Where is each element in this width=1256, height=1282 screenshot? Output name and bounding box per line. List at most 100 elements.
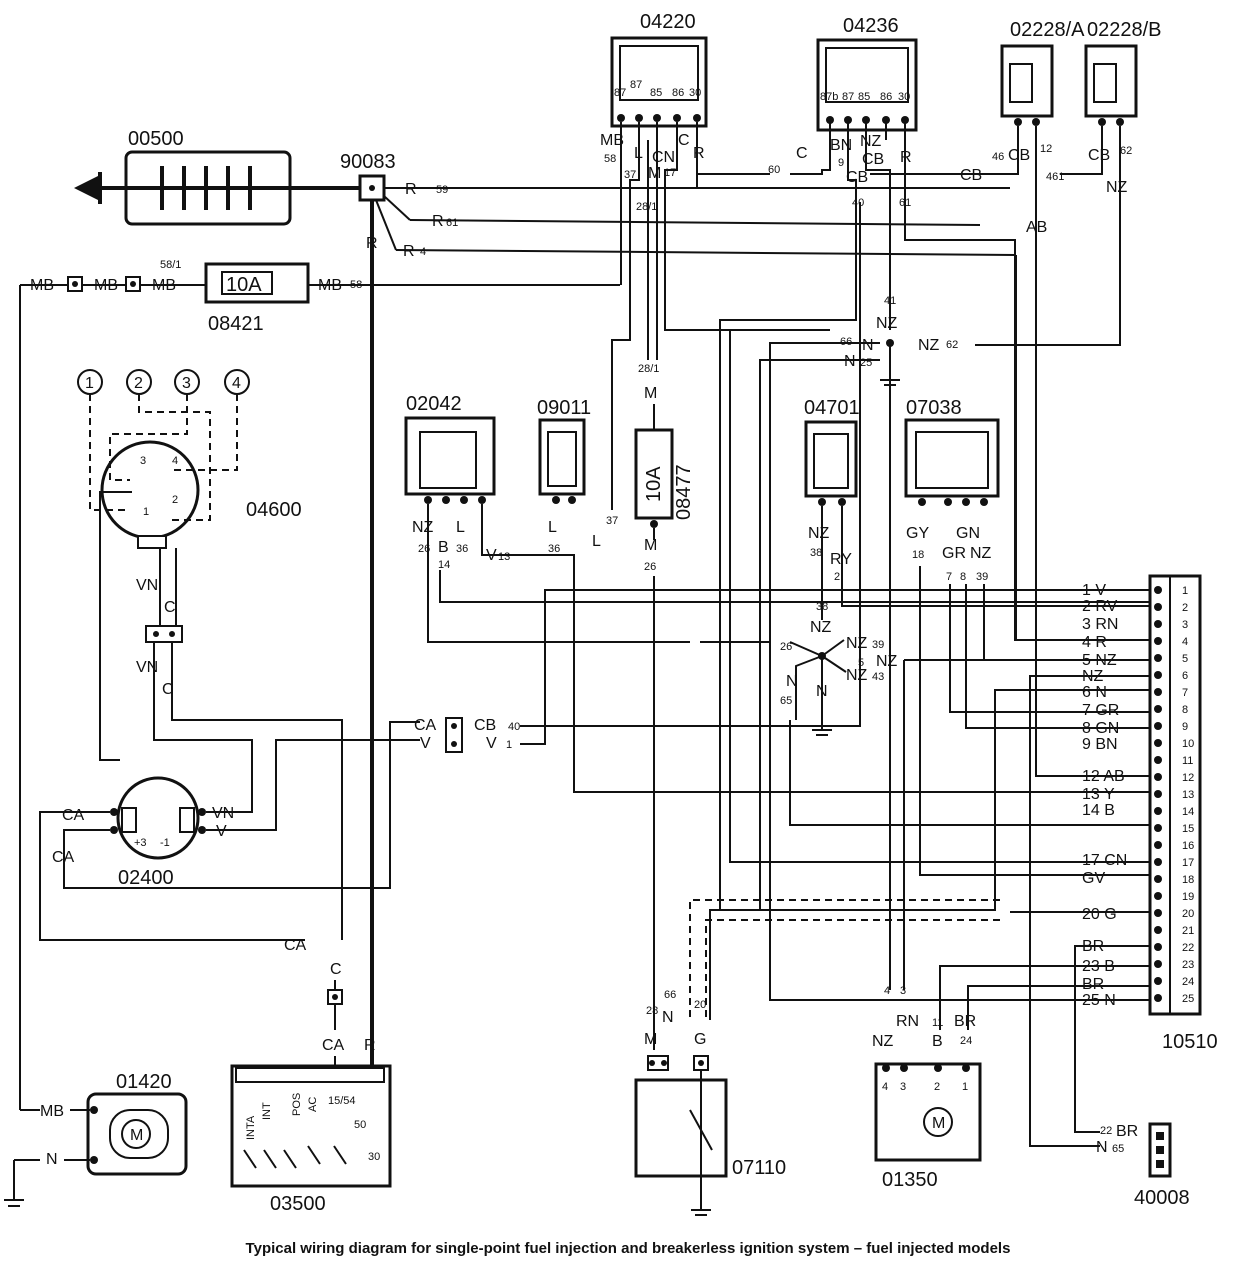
label-08477: 08477 [673,464,695,520]
ecu-pin-number: 5 [1182,653,1188,665]
ecu-pin [1154,790,1162,798]
svg-text:60: 60 [768,164,780,176]
svg-text:86: 86 [672,87,684,99]
svg-text:GN: GN [956,525,980,542]
svg-text:NZ: NZ [918,337,940,354]
svg-text:MB: MB [94,277,118,294]
svg-text:VN: VN [136,659,158,676]
svg-text:59: 59 [436,184,448,196]
ecu-pin-number: 20 [1182,908,1194,920]
svg-text:R: R [366,235,378,252]
svg-text:POS: POS [291,1093,303,1116]
ecu-pin [1154,722,1162,730]
svg-text:R: R [405,181,417,198]
svg-text:4: 4 [232,375,241,392]
svg-text:C: C [796,145,808,162]
svg-text:MB: MB [40,1103,64,1120]
svg-text:38: 38 [816,601,828,613]
svg-text:14: 14 [438,559,450,571]
ecu-wire-label: 25 N [1082,992,1116,1009]
ecu-wire-label: 13 Y [1082,786,1115,803]
ecu-pin [1154,892,1162,900]
ground-node-38: 38 NZ 26 NZ 39 5 NZ 43 N 65 N NZ [700,601,1150,826]
ecu-pin [1154,688,1162,696]
svg-text:L: L [456,519,465,536]
svg-text:CA: CA [284,937,307,954]
svg-text:12: 12 [1040,143,1052,155]
svg-text:N: N [844,353,856,370]
svg-text:4: 4 [420,246,426,258]
svg-text:87: 87 [614,87,626,99]
ecu-pin-number: 24 [1182,976,1194,988]
ecu-pin [1154,858,1162,866]
svg-text:CB: CB [846,169,868,186]
ecu-pin-number: 8 [1182,704,1188,716]
svg-text:C: C [678,132,690,149]
svg-text:R: R [693,145,705,162]
svg-text:62: 62 [946,339,958,351]
svg-text:66: 66 [664,989,676,1001]
svg-text:CN: CN [652,149,675,166]
ignition-plugs-04600: 1 2 3 4 3 4 2 1 VN C VN C [77,369,343,940]
ecu-wire-label: 12 AB [1082,768,1125,785]
label-02228a: 02228/A [1010,19,1085,41]
ecu-pin-number: 19 [1182,891,1194,903]
ecu-pin [1154,654,1162,662]
svg-text:58: 58 [604,153,616,165]
svg-text:43: 43 [872,671,884,683]
svg-text:R: R [432,213,444,230]
label-04236: 04236 [843,15,899,37]
wiring-diagram: 04220 04236 02228/A 02228/B 00500 90083 … [4,11,1218,1216]
ecu-wire-label: 14 B [1082,802,1115,819]
ecu-pin-number: 12 [1182,772,1194,784]
ecu-pin-number: 14 [1182,806,1194,818]
sensor-09011: L 36 L 37 [538,418,618,555]
ecu-pin [1154,705,1162,713]
lamp-01420: M MB N [4,1092,188,1207]
svg-text:B: B [438,539,449,556]
svg-text:28/1: 28/1 [636,201,657,213]
svg-text:NZ: NZ [1106,179,1128,196]
svg-text:65: 65 [1112,1143,1124,1155]
svg-text:24: 24 [960,1035,972,1047]
svg-text:RN: RN [896,1013,919,1030]
ecu-pin [1154,926,1162,934]
svg-text:CB: CB [862,151,884,168]
junction-90083: R 59 R 61 R 4 R [358,174,1017,1066]
svg-text:46: 46 [992,151,1004,163]
label-04701: 04701 [804,397,860,419]
svg-text:39: 39 [976,571,988,583]
ecu-pin [1154,739,1162,747]
svg-text:65: 65 [780,695,792,707]
ecu-wire-label: BR [1082,976,1104,993]
svg-text:3: 3 [900,1081,906,1093]
svg-text:NZ: NZ [810,619,832,636]
svg-text:2: 2 [172,494,178,506]
svg-text:28: 28 [646,1005,658,1017]
ecu-pin-number: 22 [1182,942,1194,954]
svg-text:BR: BR [954,1013,976,1030]
svg-text:NZ: NZ [970,545,992,562]
ecu-wire-label: 3 RN [1082,616,1118,633]
ecu-pin-number: 23 [1182,959,1194,971]
battery-terminal-icon [74,176,98,200]
ecu-wire-label: 1 V [1082,582,1106,599]
svg-text:NZ: NZ [860,133,882,150]
svg-text:N: N [662,1009,674,1026]
component-labels: 04220 04236 02228/A 02228/B 00500 90083 … [116,11,1218,1215]
svg-text:1: 1 [85,375,94,392]
svg-text:1: 1 [962,1081,968,1093]
ecu-pin [1154,960,1162,968]
svg-text:15/54: 15/54 [328,1095,356,1107]
label-02400: 02400 [118,867,174,889]
ecu-pin [1154,909,1162,917]
svg-text:L: L [592,533,601,550]
svg-text:39: 39 [872,639,884,651]
svg-text:CA: CA [62,807,85,824]
svg-text:N: N [46,1151,58,1168]
svg-text:M: M [644,1031,657,1048]
svg-text:38: 38 [810,547,822,559]
svg-text:3: 3 [182,375,191,392]
svg-text:87b: 87b [820,91,838,103]
